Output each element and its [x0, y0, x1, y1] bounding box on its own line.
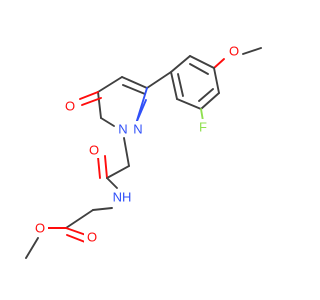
bond-aryl-6 [213, 67, 220, 94]
bond-aryl-5 [200, 92, 220, 110]
atom-label: F [199, 120, 207, 135]
atom-label: N [133, 122, 142, 137]
atom-label: O [35, 221, 45, 236]
atom-n-ring-2: N [131, 121, 145, 137]
atom-label: O [229, 44, 239, 59]
bond-o-methoxy-ring [213, 58, 225, 69]
atom-o-ring-carbonyl: O [63, 98, 78, 114]
bond-aryl-2 [170, 55, 191, 73]
bond-ring-2 [97, 76, 123, 93]
bond-aryl-3-inner [177, 73, 184, 97]
molecule-diagram: O F O N N O NH O [25, 43, 262, 259]
atom-o-ester: O [33, 220, 48, 236]
atom-n-ring-1: N [115, 121, 131, 137]
bond-aryl-5-inner [198, 88, 214, 102]
atom-o-amide: O [86, 142, 101, 158]
bond-ch2-ester [65, 209, 94, 229]
bond-ring-3 [97, 91, 102, 119]
atom-f-aryl: F [196, 119, 210, 135]
bond-ring-carbonyl [79, 91, 99, 100]
bond-ester-carbonyl [65, 227, 87, 236]
atom-label: O [87, 230, 97, 245]
bond-ring-1 [121, 76, 148, 89]
bond-aryl-1-inner [189, 63, 209, 75]
atom-label: NH [113, 190, 132, 205]
bond-ring-4 [100, 117, 115, 127]
bond-amide-carbonyl [104, 155, 108, 179]
bond-nh-ch2 [92, 207, 113, 211]
bond-n-ch2 [123, 137, 130, 167]
bond-methyl-methoxy [242, 47, 262, 55]
bond-amide-carbonyl-double [97, 156, 101, 179]
bond-aryl-3 [170, 71, 178, 100]
bond-layer [25, 47, 262, 259]
bond-carbonyl-nh [106, 177, 118, 189]
atom-label: N [118, 122, 127, 137]
bond-ring-1-inner [122, 84, 146, 95]
atom-label: O [65, 99, 75, 114]
atom-n-amide: NH [111, 189, 133, 205]
bond-ester-carbonyl-double [66, 234, 86, 243]
bond-ring-5-double [136, 99, 147, 122]
atom-label-layer: O F O N N O NH O [33, 43, 242, 245]
bond-o-methyl [25, 237, 39, 259]
bond-aryl-4 [176, 98, 202, 110]
atom-o-methoxy: O [226, 43, 242, 59]
bond-ring-carbonyl-double [81, 97, 102, 106]
bond-aryl-pyridazinone [146, 71, 172, 89]
bond-ch2-carbonyl [106, 165, 130, 179]
atom-label: O [89, 143, 99, 158]
atom-o-ester-carbonyl: O [84, 229, 99, 245]
bond-aryl-1 [189, 55, 215, 69]
